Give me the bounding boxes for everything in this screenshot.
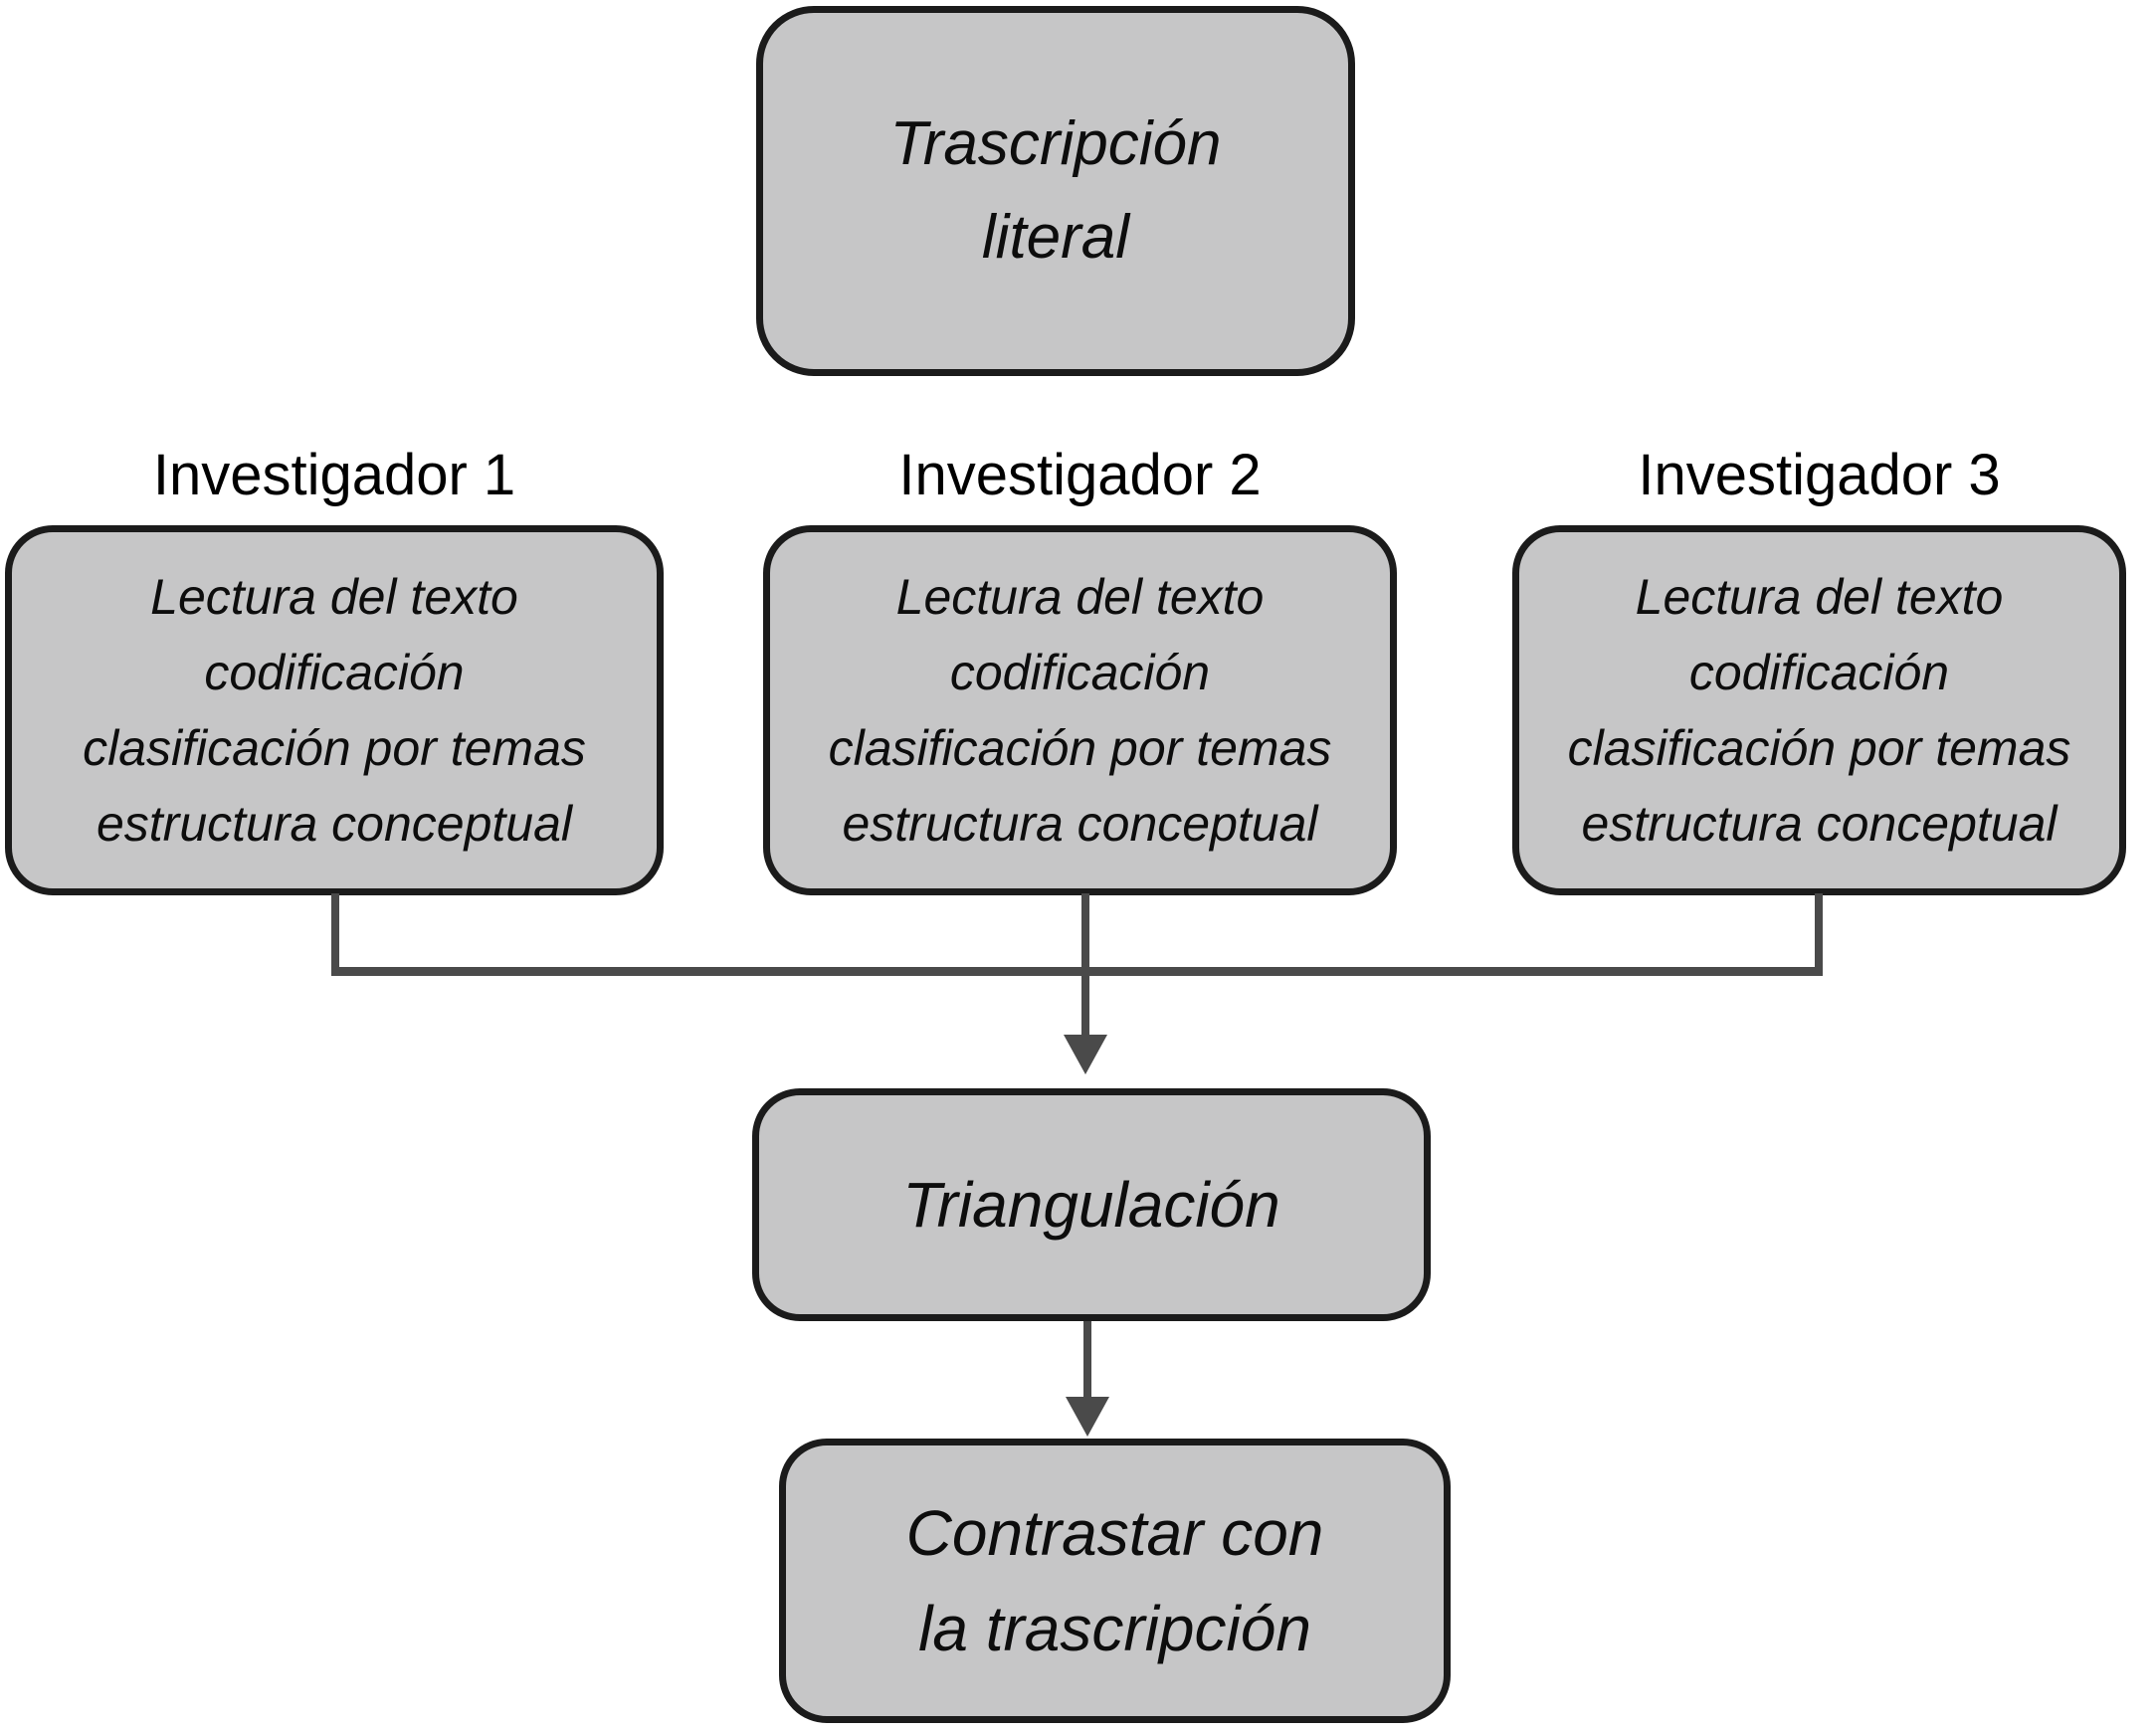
node-triangulacion: Triangulación: [752, 1088, 1431, 1321]
arrow-down-icon: [1064, 1035, 1107, 1074]
node-text-line: la trascripción: [918, 1593, 1311, 1664]
node-contrastar-trascripcion: Contrastar con la trascripción: [779, 1439, 1451, 1723]
connector-stub-investigador-1: [331, 893, 339, 973]
label-investigador-3: Investigador 3: [1638, 443, 2001, 507]
node-text-line: Triangulación: [902, 1169, 1280, 1241]
connector-merge-horizontal: [331, 967, 1823, 976]
node-text-line: estructura conceptual: [96, 796, 573, 852]
node-text-line: estructura conceptual: [842, 796, 1318, 852]
node-investigador-1-proceso: Lectura del texto codificación clasifica…: [5, 525, 664, 895]
node-transcripcion-literal: Trascripción literal: [756, 6, 1355, 376]
node-text-line: literal: [981, 203, 1130, 272]
node-text-line: codificación: [949, 645, 1211, 700]
connector-stub-investigador-3: [1815, 893, 1823, 973]
node-text-line: codificación: [1688, 645, 1950, 700]
node-text-line: Contrastar con: [905, 1497, 1324, 1569]
node-text-line: Lectura del texto: [150, 569, 518, 625]
label-investigador-1: Investigador 1: [152, 443, 516, 507]
node-text-line: clasificación por temas: [1567, 720, 2071, 776]
node-text-line: estructura conceptual: [1581, 796, 2058, 852]
connector-stub-investigador-2: [1081, 893, 1089, 1039]
node-investigador-3-proceso: Lectura del texto codificación clasifica…: [1512, 525, 2126, 895]
node-text-line: Lectura del texto: [895, 569, 1265, 625]
node-text-line: codificación: [204, 645, 465, 700]
arrow-down-icon: [1066, 1397, 1109, 1437]
label-investigador-2: Investigador 2: [898, 443, 1262, 507]
node-investigador-2-proceso: Lectura del texto codificación clasifica…: [763, 525, 1397, 895]
node-text-line: Lectura del texto: [1635, 569, 2004, 625]
node-text-line: Trascripción: [889, 109, 1222, 178]
connector-triangulacion-contrastar: [1083, 1321, 1091, 1401]
node-text-line: clasificación por temas: [83, 720, 586, 776]
node-text-line: clasificación por temas: [828, 720, 1332, 776]
